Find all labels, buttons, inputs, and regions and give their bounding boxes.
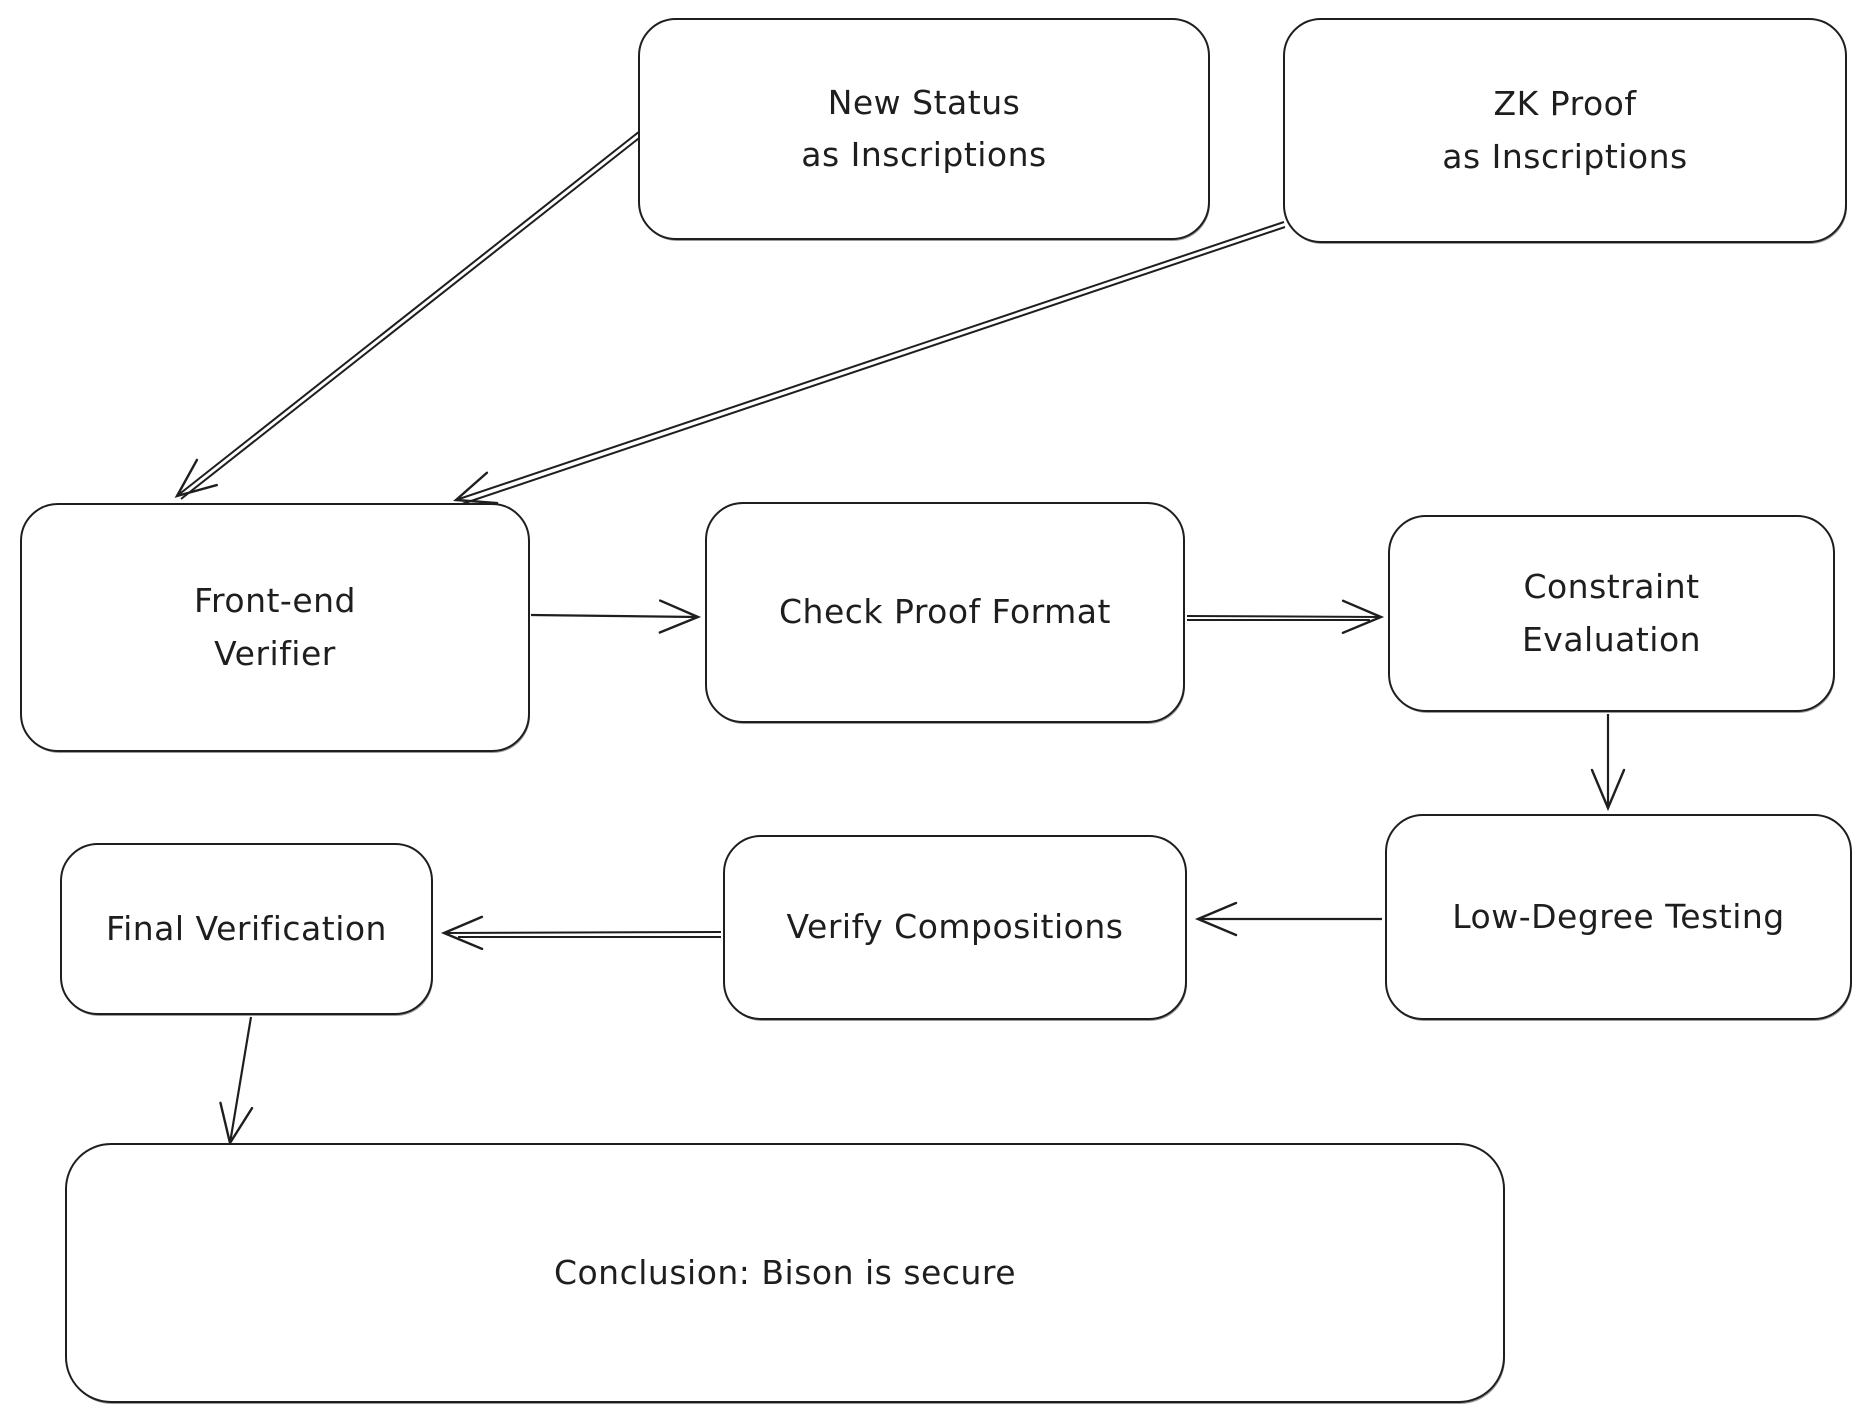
node-label: Verifier — [214, 633, 336, 673]
node-label: Constraint — [1523, 567, 1700, 607]
edge-front-end-verifier-to-check-proof-format — [530, 599, 702, 634]
node-low-degree-testing: Low-Degree Testing — [1385, 814, 1852, 1020]
node-verify-compositions: Verify Compositions — [723, 835, 1187, 1020]
node-constraint-evaluation: Constraint Evaluation — [1388, 515, 1835, 712]
node-label: ZK Proof — [1493, 84, 1637, 124]
node-front-end-verifier: Front-end Verifier — [20, 503, 530, 752]
node-final-verification: Final Verification — [60, 843, 433, 1015]
edge-verify-compositions-to-final-verification — [440, 915, 722, 951]
node-label: Evaluation — [1521, 619, 1702, 659]
node-label: Low-Degree Testing — [1452, 896, 1785, 936]
edge-check-proof-format-to-constraint-evaluation — [1186, 599, 1385, 635]
node-label: Check Proof Format — [779, 592, 1111, 632]
node-label: as Inscriptions — [1442, 136, 1688, 176]
node-conclusion: Conclusion: Bison is secure — [65, 1143, 1505, 1403]
node-new-status: New Status as Inscriptions — [638, 18, 1210, 240]
node-label: New Status — [827, 82, 1021, 122]
node-label: Front-end — [193, 581, 357, 621]
node-label: Verify Compositions — [786, 907, 1124, 947]
node-label: as Inscriptions — [801, 135, 1047, 174]
edge-zk-proof-to-front-end-verifier — [453, 221, 1286, 506]
edge-final-verification-to-conclusion — [219, 1016, 254, 1147]
node-zk-proof: ZK Proof as Inscriptions — [1283, 18, 1847, 243]
node-label: Conclusion: Bison is secure — [553, 1252, 1017, 1292]
node-label: Final Verification — [106, 908, 387, 948]
node-check-proof-format: Check Proof Format — [705, 502, 1185, 723]
edge-new-status-to-front-end-verifier — [174, 130, 644, 500]
